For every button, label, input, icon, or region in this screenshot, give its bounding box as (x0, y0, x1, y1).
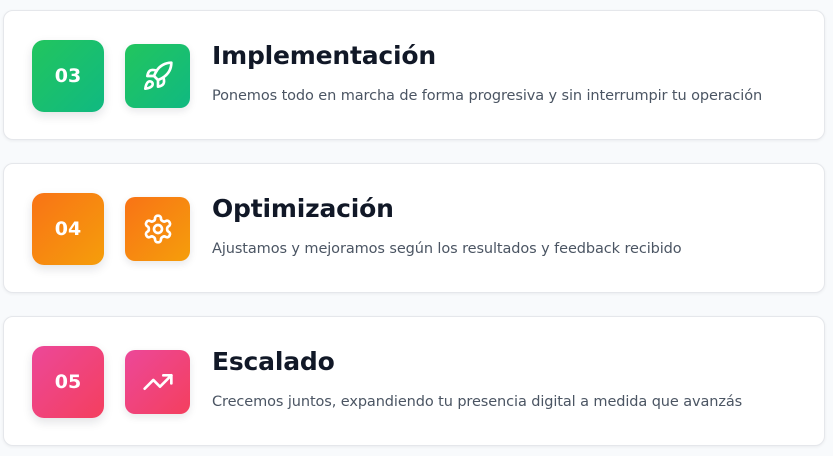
step-icon-box (125, 350, 190, 414)
trending-up-icon (142, 374, 173, 390)
step-card-optimization: 04 Optimización Ajustamos y mejoramos se… (3, 163, 825, 293)
step-title: Optimización (212, 194, 394, 223)
step-description: Ajustamos y mejoramos según los resultad… (212, 241, 682, 257)
step-card-implementation: 03 Implementación Ponemos todo en marcha… (3, 10, 825, 140)
step-icon-box (125, 44, 190, 108)
step-number-badge: 05 (32, 346, 104, 418)
step-number-badge: 03 (32, 40, 104, 112)
step-icon-box (125, 197, 190, 261)
step-number-badge: 04 (32, 193, 104, 265)
gear-icon (144, 214, 171, 244)
step-title: Escalado (212, 347, 335, 376)
step-card-scaling: 05 Escalado Crecemos juntos, expandiendo… (3, 316, 825, 446)
step-description: Ponemos todo en marcha de forma progresi… (212, 88, 763, 104)
step-title: Implementación (212, 41, 436, 70)
rocket-icon (143, 61, 173, 90)
step-description: Crecemos juntos, expandiendo tu presenci… (212, 394, 743, 410)
